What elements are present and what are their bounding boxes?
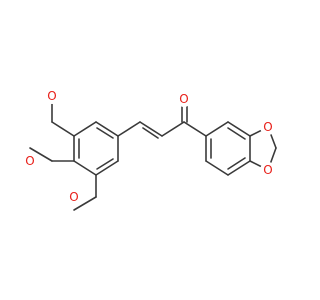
chemical-structure: O O O O O O <box>22 88 277 211</box>
bond <box>205 160 229 176</box>
bond <box>96 127 114 139</box>
bond <box>73 121 97 137</box>
bond <box>227 127 246 140</box>
bond <box>183 121 207 137</box>
bond <box>95 121 119 137</box>
atom-label-layer: O O O O O O <box>22 88 276 205</box>
bond <box>227 121 251 137</box>
bond <box>227 160 251 176</box>
bond <box>51 121 75 137</box>
bond <box>142 127 159 139</box>
dioxole-top-oxygen-label: O <box>263 120 272 134</box>
bond <box>29 147 53 162</box>
bond <box>139 121 163 137</box>
bond-layer <box>29 95 277 211</box>
dioxole-bottom-oxygen-label: O <box>263 163 272 177</box>
bond <box>161 121 185 137</box>
ketone-oxygen-label: O <box>179 92 188 106</box>
bond <box>227 157 246 170</box>
methoxy-middle-oxygen-label: O <box>25 154 34 168</box>
methoxy-upper-oxygen-label: O <box>47 89 56 103</box>
bond <box>96 158 114 170</box>
bond <box>95 160 119 176</box>
bond <box>73 160 97 176</box>
bond <box>73 196 97 211</box>
methoxy-lower-oxygen-label: O <box>69 190 78 204</box>
bond <box>117 121 141 137</box>
bond <box>205 121 229 137</box>
